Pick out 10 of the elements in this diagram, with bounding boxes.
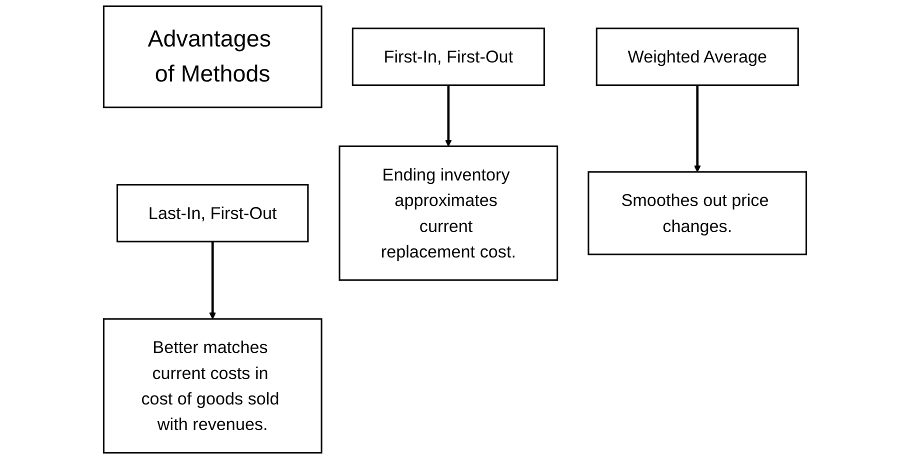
- node-box: First-In, First-Out: [352, 28, 545, 86]
- arrow: [209, 242, 216, 320]
- node-box: Last-In, First-Out: [116, 184, 309, 242]
- arrow: [445, 85, 452, 147]
- node-box: Better matches current costs in cost of goods sold with revenues.: [102, 318, 322, 454]
- node-box: Weighted Average: [596, 28, 799, 86]
- node-box: Ending inventory approximates current replacement cost.: [338, 145, 558, 281]
- node-box: Advantages of Methods: [102, 5, 322, 108]
- node-box: Smoothes out price changes.: [588, 171, 808, 256]
- arrow: [694, 85, 701, 172]
